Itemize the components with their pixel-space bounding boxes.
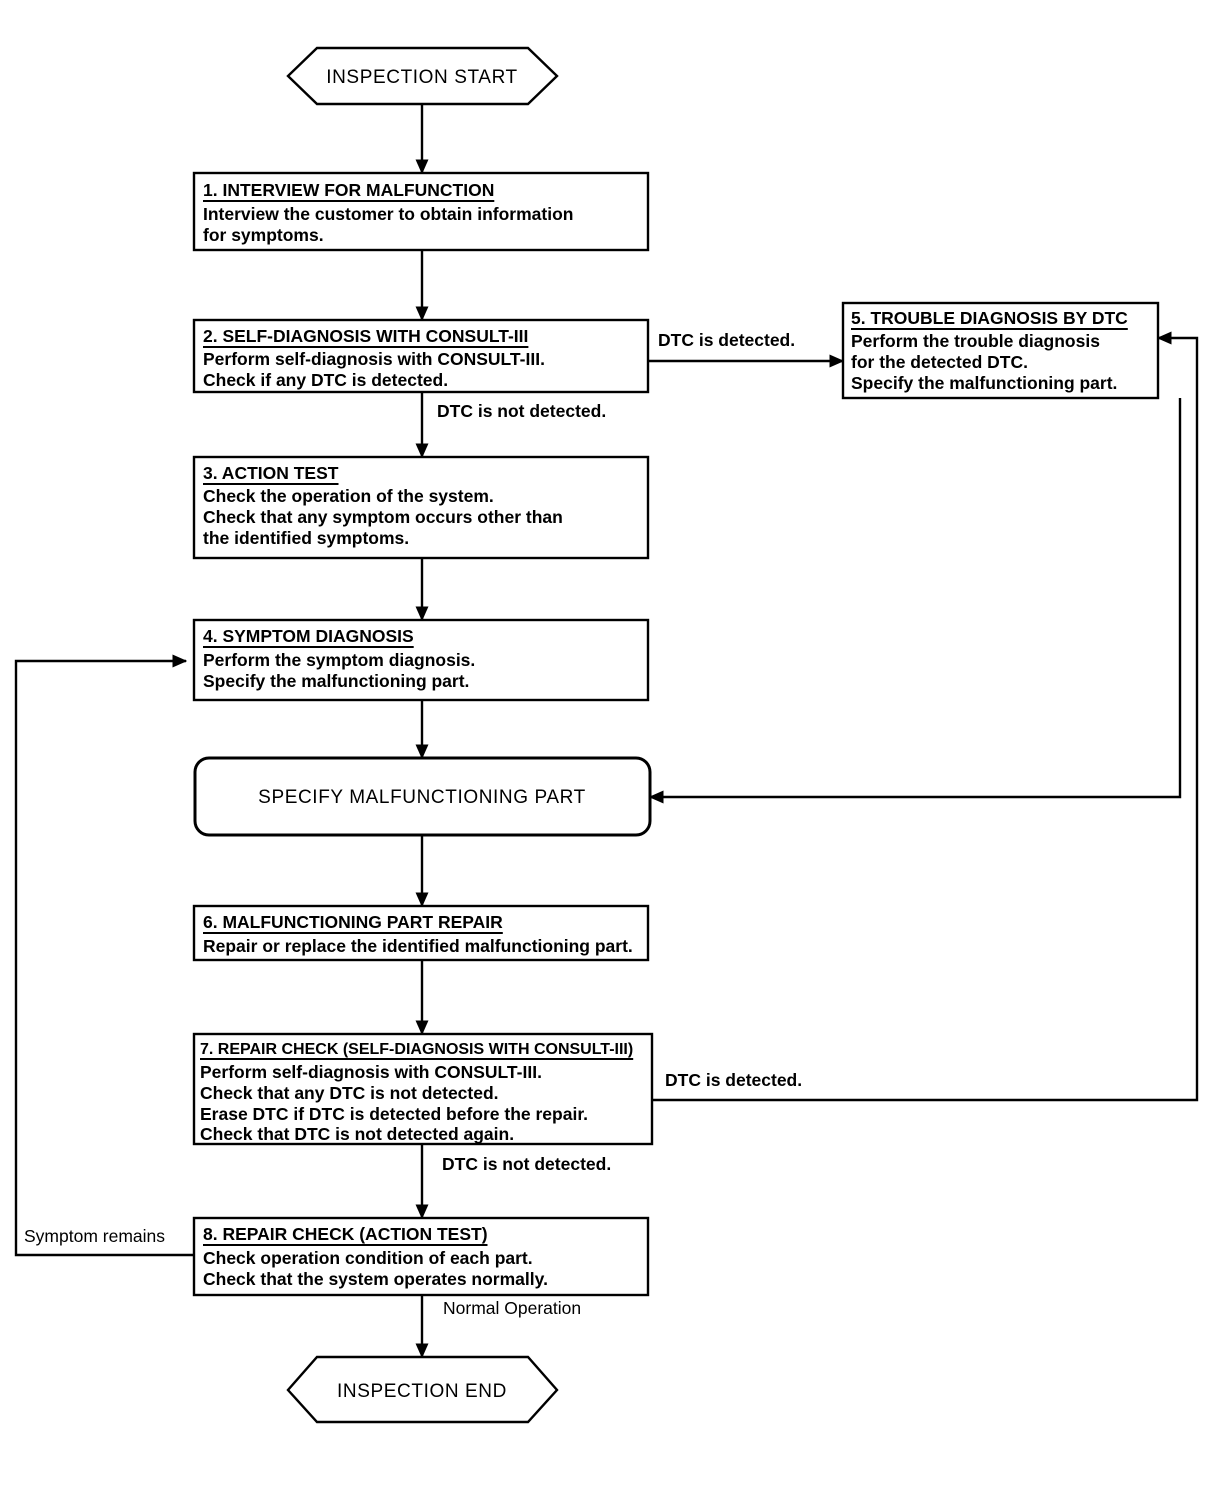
node-4-symptom-diagnosis[interactable]: 4. SYMPTOM DIAGNOSIS Perform the symptom… — [192, 618, 650, 702]
specify-box — [193, 756, 652, 837]
node-5-line-2: for the detected DTC. — [851, 352, 1028, 372]
node-3-action-test[interactable]: 3. ACTION TEST Check the operation of th… — [192, 455, 650, 560]
node-6-title: 6. MALFUNCTIONING PART REPAIR — [203, 912, 503, 932]
edge-label-dtc-not-detected-bottom: DTC is not detected. — [442, 1154, 611, 1174]
node-7-title: 7. REPAIR CHECK (SELF-DIAGNOSIS WITH CON… — [200, 1041, 633, 1058]
node-1-line-1: Interview the customer to obtain informa… — [203, 204, 573, 224]
node-inspection-start[interactable]: INSPECTION START — [286, 46, 559, 106]
node-5-line-3: Specify the malfunctioning part. — [851, 373, 1117, 393]
node-8-title: 8. REPAIR CHECK (ACTION TEST) — [203, 1224, 488, 1244]
node-2-line-1: Perform self-diagnosis with CONSULT-III. — [203, 349, 545, 369]
node-6-line-1: Repair or replace the identified malfunc… — [203, 936, 633, 956]
node-6-malfunctioning-part-repair[interactable]: 6. MALFUNCTIONING PART REPAIR Repair or … — [192, 904, 650, 962]
node-5-line-1: Perform the trouble diagnosis — [851, 331, 1100, 351]
edge-label-dtc-detected-bottom: DTC is detected. — [665, 1070, 802, 1090]
node-8-line-1: Check operation condition of each part. — [203, 1248, 533, 1268]
node-2-line-2: Check if any DTC is detected. — [203, 370, 448, 390]
node-1-line-2: for symptoms. — [203, 225, 324, 245]
node-2-title: 2. SELF-DIAGNOSIS WITH CONSULT-III — [203, 326, 528, 346]
node-8-line-2: Check that the system operates normally. — [203, 1269, 548, 1289]
node-3-line-3: the identified symptoms. — [203, 528, 409, 548]
node-5-title: 5. TROUBLE DIAGNOSIS BY DTC — [851, 308, 1128, 328]
connector-layer — [14, 104, 1199, 1359]
terminator-start-shape — [286, 46, 559, 106]
node-2-self-diagnosis-with-consult[interactable]: 2. SELF-DIAGNOSIS WITH CONSULT-III Perfo… — [192, 318, 650, 394]
edge-label-symptom-remains: Symptom remains — [24, 1226, 165, 1246]
edge-label-dtc-detected-top: DTC is detected. — [658, 330, 795, 350]
node-1-interview-for-malfunction[interactable]: 1. INTERVIEW FOR MALFUNCTION Interview t… — [192, 171, 650, 252]
node-2-box — [192, 318, 650, 394]
node-4-box — [192, 618, 650, 702]
edge-n8-to-n4 — [14, 654, 194, 1257]
node-specify-malfunctioning-part[interactable]: SPECIFY MALFUNCTIONING PART — [193, 756, 652, 837]
edge-label-layer: DTC is detected. DTC is not detected. DT… — [24, 330, 802, 1318]
specify-label: SPECIFY MALFUNCTIONING PART — [258, 787, 586, 808]
node-1-title: 1. INTERVIEW FOR MALFUNCTION — [203, 180, 494, 200]
terminator-end-label: INSPECTION END — [337, 1381, 507, 1402]
node-4-line-2: Specify the malfunctioning part. — [203, 671, 469, 691]
node-inspection-end[interactable]: INSPECTION END — [286, 1355, 559, 1424]
node-7-line-4: Check that DTC is not detected again. — [200, 1124, 514, 1144]
terminator-start-label: INSPECTION START — [326, 67, 518, 88]
terminator-end-shape — [286, 1355, 559, 1424]
node-3-line-2: Check that any symptom occurs other than — [203, 507, 563, 527]
edge-n7-to-n5 — [652, 331, 1199, 1102]
node-3-line-1: Check the operation of the system. — [203, 486, 494, 506]
node-3-title: 3. ACTION TEST — [203, 463, 339, 483]
node-7-line-3: Erase DTC if DTC is detected before the … — [200, 1104, 588, 1124]
node-3-box — [192, 455, 650, 560]
edge-n5-to-specify — [648, 398, 1182, 804]
node-4-title: 4. SYMPTOM DIAGNOSIS — [203, 626, 414, 646]
node-5-trouble-diagnosis-by-dtc[interactable]: 5. TROUBLE DIAGNOSIS BY DTC Perform the … — [841, 301, 1160, 400]
node-8-box — [192, 1216, 650, 1297]
node-5-box — [841, 301, 1160, 400]
node-8-repair-check-action-test[interactable]: 8. REPAIR CHECK (ACTION TEST) Check oper… — [192, 1216, 650, 1297]
node-7-line-1: Perform self-diagnosis with CONSULT-III. — [200, 1062, 542, 1082]
edge-label-normal-operation: Normal Operation — [443, 1298, 581, 1318]
node-4-line-1: Perform the symptom diagnosis. — [203, 650, 475, 670]
edge-label-dtc-not-detected-top: DTC is not detected. — [437, 401, 606, 421]
node-1-box — [192, 171, 650, 252]
node-7-line-2: Check that any DTC is not detected. — [200, 1083, 499, 1103]
node-7-repair-check-self-diagnosis[interactable]: 7. REPAIR CHECK (SELF-DIAGNOSIS WITH CON… — [192, 1032, 654, 1146]
node-7-box — [192, 1032, 654, 1146]
